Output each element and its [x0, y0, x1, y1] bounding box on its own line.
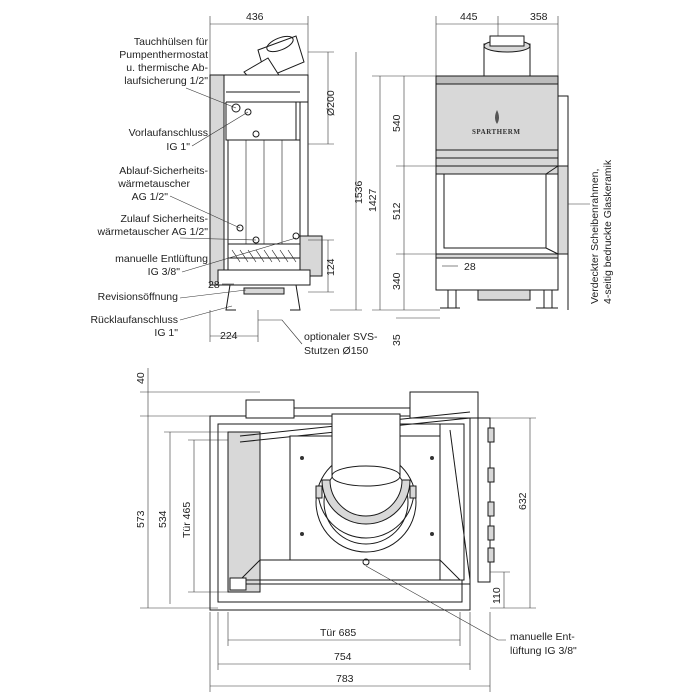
dim-436-label: 436	[246, 11, 264, 23]
dim-540-label: 540	[391, 114, 403, 132]
dim-1536-label: 1536	[353, 180, 365, 204]
dim-358-label: 358	[530, 11, 548, 23]
dim-224-label: 224	[220, 330, 238, 342]
dim-40-label: 40	[135, 372, 147, 384]
svg-text:wärmetauscher: wärmetauscher	[117, 178, 190, 190]
top-dims: 40 573 534 Tür 465 632 110 Tür 685 754	[135, 368, 536, 692]
callout-zulauf: Zulauf Sicherheits- wärmetauscher AG 1/2…	[96, 213, 257, 241]
svg-text:Vorlaufanschluss: Vorlaufanschluss	[129, 127, 208, 139]
svg-text:Revisionsöffnung: Revisionsöffnung	[98, 291, 179, 303]
side-label: Verdeckter Scheibenrahmen, 4-seitig bedr…	[568, 159, 614, 304]
callout-revision: Revisionsöffnung	[98, 289, 247, 303]
dim-224: 224	[209, 310, 259, 342]
top-chamber	[229, 413, 470, 591]
dim-340-label: 340	[391, 272, 403, 290]
svg-text:IG 1": IG 1"	[166, 141, 190, 153]
svg-text:IG 1": IG 1"	[154, 327, 178, 339]
top-view: 40 573 534 Tür 465 632 110 Tür 685 754	[135, 368, 577, 692]
front-vertical-dims: 540 1427 512 340 35 28	[367, 75, 476, 346]
dim-tuer685-label: Tür 685	[320, 627, 356, 639]
svg-text:u. thermische Ab-: u. thermische Ab-	[126, 62, 208, 74]
dim-445-label: 445	[460, 11, 478, 23]
svg-text:Stutzen Ø150: Stutzen Ø150	[304, 345, 368, 357]
dim-1536: 1536	[330, 52, 365, 311]
dim-tuer465-label: Tür 465	[181, 502, 193, 538]
dim-28-front-label: 28	[464, 261, 476, 273]
callout-entlueftung: manuelle Entlüftung IG 3/8" 28	[115, 237, 297, 291]
dim-534-label: 534	[157, 510, 169, 528]
callout-ablauf: Ablauf-Sicherheits- wärmetauscher AG 1/2…	[117, 165, 241, 229]
dim-573-label: 573	[135, 510, 147, 528]
dim-1427-label: 1427	[367, 188, 379, 212]
svg-text:Pumpenthermostat: Pumpenthermostat	[119, 49, 208, 61]
dim-124-label: 124	[325, 258, 337, 276]
callout-entlueftung-top: manuelle Ent- lüftung IG 3/8"	[365, 565, 577, 657]
svg-text:manuelle Ent-: manuelle Ent-	[510, 631, 575, 643]
dim-783-label: 783	[336, 673, 354, 685]
dim-d200-label: Ø200	[325, 90, 337, 116]
dim-top-width: 436	[209, 11, 309, 75]
dim-35-label: 35	[391, 334, 403, 346]
dim-512-label: 512	[391, 202, 403, 220]
dim-754-label: 754	[334, 651, 352, 663]
svg-text:lüftung IG 3/8": lüftung IG 3/8"	[510, 645, 577, 657]
svg-text:Tauchhülsen für: Tauchhülsen für	[134, 36, 209, 48]
front-view: 445 358 SPARTHERM	[367, 11, 614, 346]
dim-110-label: 110	[491, 587, 503, 604]
flame-icon	[495, 110, 499, 124]
front-lower	[435, 253, 569, 310]
front-upper-panel: SPARTHERM	[435, 75, 569, 167]
side-view: 436	[90, 11, 378, 357]
front-flue	[470, 35, 546, 77]
dim-632-label: 632	[517, 492, 529, 510]
side-body	[209, 74, 323, 311]
svg-text:IG 3/8": IG 3/8"	[148, 266, 181, 278]
front-glass	[435, 165, 569, 255]
brand-logo: SPARTHERM	[472, 128, 520, 136]
svg-text:manuelle Entlüftung: manuelle Entlüftung	[115, 253, 208, 265]
svg-text:Rücklaufanschluss: Rücklaufanschluss	[90, 314, 178, 326]
svg-text:Zulauf Sicherheits-: Zulauf Sicherheits-	[120, 213, 208, 225]
svg-text:laufsicherung 1/2": laufsicherung 1/2"	[124, 75, 208, 87]
callout-ruecklauf: Rücklaufanschluss IG 1"	[90, 305, 233, 339]
dim-d200: Ø200	[308, 51, 337, 145]
dim-124: 124	[308, 239, 337, 293]
svg-text:AG 1/2": AG 1/2"	[132, 191, 169, 203]
dim-28-side-label: 28	[208, 279, 220, 291]
callout-vorlauf: Vorlaufanschluss IG 1"	[129, 111, 249, 153]
callout-tauchhuelsen: Tauchhülsen für Pumpenthermostat u. ther…	[119, 36, 237, 109]
svg-text:optionaler SVS-: optionaler SVS-	[304, 331, 378, 343]
svg-text:Ablauf-Sicherheits-: Ablauf-Sicherheits-	[119, 165, 208, 177]
callout-svs: optionaler SVS- Stutzen Ø150	[258, 319, 378, 357]
svg-text:wärmetauscher AG 1/2": wärmetauscher AG 1/2"	[96, 226, 208, 238]
svg-text:Verdeckter Scheibenrahmen,: Verdeckter Scheibenrahmen,	[589, 169, 601, 304]
svg-text:4-seitig bedruckte Glaskeramik: 4-seitig bedruckte Glaskeramik	[602, 159, 614, 304]
